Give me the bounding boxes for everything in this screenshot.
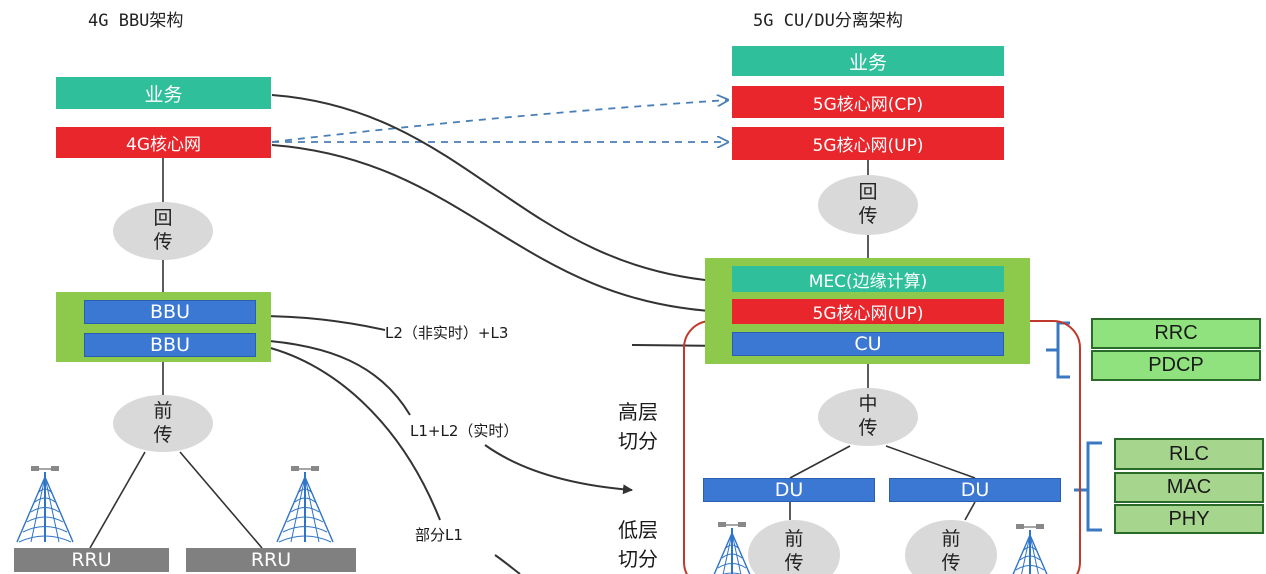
rru-box-2: RRU xyxy=(186,548,356,572)
core-network-4g: 4G核心网 xyxy=(56,127,271,158)
backhaul-ellipse-4g: 回 传 xyxy=(113,202,213,260)
fronthaul-ellipse-5g-2: 前 传 xyxy=(905,520,997,574)
bbu-box-2: BBU xyxy=(84,333,256,357)
edge-core-up-box: 5G核心网(UP) xyxy=(732,299,1004,324)
backhaul-ellipse-5g: 回 传 xyxy=(818,175,918,235)
label-partial-l1: 部分L1 xyxy=(415,526,463,544)
label-l2-l3: L2（非实时）+L3 xyxy=(385,324,509,342)
midhaul-ellipse: 中 传 xyxy=(818,388,918,446)
label-low-split: 低层 切分 xyxy=(618,518,658,571)
label-high-split: 高层 切分 xyxy=(618,400,658,453)
du-box-1: DU xyxy=(703,478,875,502)
antenna-tower-icon xyxy=(276,465,334,543)
fronthaul-ellipse-4g: 前 传 xyxy=(113,395,213,452)
fronthaul-ellipse-5g-1: 前 传 xyxy=(748,520,840,574)
right-title: 5G CU/DU分离架构 xyxy=(753,11,903,31)
bbu-box-1: BBU xyxy=(84,300,256,324)
cu-box: CU xyxy=(732,332,1004,356)
mec-box: MEC(边缘计算) xyxy=(732,266,1004,292)
label-l1-l2: L1+L2（实时） xyxy=(410,422,519,440)
antenna-tower-icon xyxy=(16,465,74,543)
core-network-5g-cp: 5G核心网(CP) xyxy=(732,86,1004,118)
protocol-pdcp: PDCP xyxy=(1091,350,1261,381)
protocol-rlc: RLC xyxy=(1114,438,1264,470)
left-title: 4G BBU架构 xyxy=(88,11,184,31)
core-network-5g-up: 5G核心网(UP) xyxy=(732,127,1004,160)
rru-box-1: RRU xyxy=(14,548,169,572)
du-box-2: DU xyxy=(889,478,1061,502)
protocol-phy: PHY xyxy=(1114,504,1264,534)
service-box-4g: 业务 xyxy=(56,77,271,109)
protocol-rrc: RRC xyxy=(1091,318,1261,349)
service-box-5g: 业务 xyxy=(732,46,1004,76)
protocol-mac: MAC xyxy=(1114,472,1264,503)
